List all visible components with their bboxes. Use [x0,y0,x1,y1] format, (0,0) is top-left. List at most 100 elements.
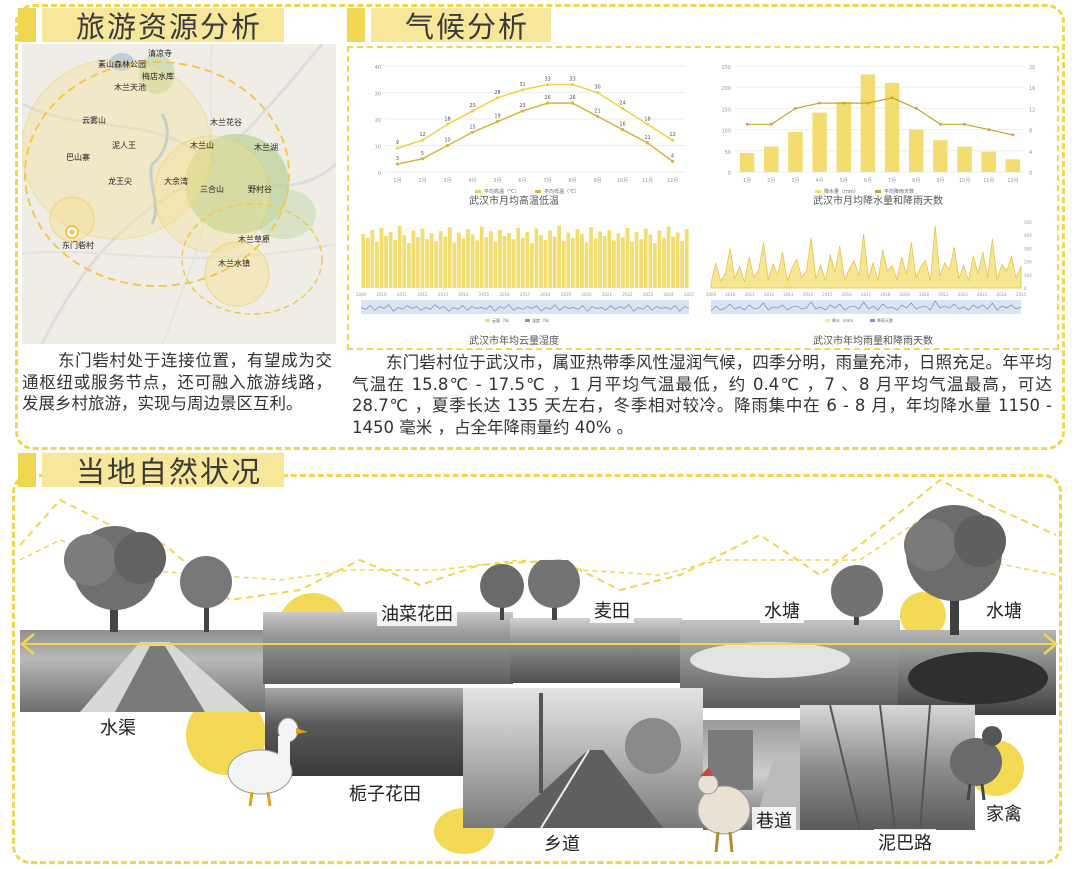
bar [680,241,685,288]
bar [557,225,562,288]
bar [466,229,470,288]
y-tick-label: 0 [378,171,381,177]
bar [370,229,375,288]
label-poultry: 家禽 [982,800,1026,826]
bar [621,237,625,288]
data-point [520,88,525,92]
place-label: 三合山 [200,185,224,194]
bar [643,228,648,288]
bar [657,230,662,288]
x-tick-label: 2月 [418,178,426,184]
data-label: 18 [644,116,650,122]
data-label: 4 [671,153,674,159]
x-tick-label: 7月 [543,178,551,184]
bar [502,235,507,288]
place-label: 梅店水库 [142,72,174,81]
bar [593,238,598,288]
data-point [645,122,650,126]
chart-temperature-title: 武汉市月均高温低温 [469,196,559,207]
x-tick-label: 2023 [643,292,654,297]
bar [416,237,420,288]
data-point [470,130,475,134]
bar [393,239,398,288]
bar [429,233,434,288]
y-tick-label: 100 [1024,273,1032,278]
x-tick-label: 8月 [568,178,576,184]
climate-text: 东门砦村位于武汉市，属亚热带季风性湿润气候，四季分明，雨量充沛，日照充足。年平均… [352,353,1052,437]
legend-label: 降雨天数 [877,317,893,323]
x-tick-label: 4月 [815,178,823,184]
photo-big-tree-right [900,495,1010,635]
x-tick-label: 12月 [1007,178,1018,184]
bar [397,225,402,288]
x-tick-label: 2017 [520,292,531,297]
bar [580,233,584,288]
photo-pond-2 [898,630,1056,715]
bar [507,233,511,288]
x-tick-label: 2010 [725,292,736,297]
x-tick-label: 2014 [803,292,814,297]
x-tick-label: 2015 [479,292,490,297]
bar [461,238,466,288]
place-label: 木兰山 [190,141,214,150]
y-tick-label: 0 [728,171,731,177]
data-point [495,120,500,124]
x-tick-label: 2019 [900,292,911,297]
data-point [420,138,425,142]
data-label: 16 [619,122,625,128]
photo-village-road [463,688,703,828]
y2-tick-label: 16 [1029,86,1035,92]
label-mud-road: 泥巴路 [874,829,936,855]
place-label: 云雾山 [82,116,106,125]
x-tick-label: 2018 [540,292,551,297]
bar [379,227,384,288]
x-tick-label: 1月 [393,178,401,184]
data-point [890,96,894,100]
y-tick-label: 0 [1024,286,1027,291]
x-tick-label: 4月 [468,178,476,184]
bar [402,235,407,288]
legend-label: 降水（mm） [832,317,856,323]
series-line [397,102,673,165]
bar [561,241,566,288]
data-point [914,107,918,110]
bar [484,237,489,288]
x-tick-label: 5月 [493,178,501,184]
tourism-text: 东门砦村处于连接位置，有望成为交通枢纽或服务节点，还可融入旅游线路，发展乡村旅游… [22,351,332,413]
x-tick-label: 5月 [840,178,848,184]
place-label: 东门砦村 [62,241,94,250]
photo-tree-pond [814,565,900,625]
bar [909,129,924,172]
data-point [620,128,625,132]
bar [548,230,552,288]
bar [981,151,996,172]
data-label: 26 [569,95,575,101]
y2-tick-label: 12 [1029,107,1035,113]
data-label: 18 [444,116,450,122]
data-point [570,82,575,87]
x-tick-label: 1月 [743,178,751,184]
data-point [495,96,500,100]
x-tick-label: 2月 [767,178,775,184]
bar [607,229,612,288]
data-label: 26 [544,95,550,101]
bar [836,102,851,172]
x-tick-label: 2014 [458,292,469,297]
data-point [595,114,600,118]
data-point [866,101,870,105]
bar [684,229,689,288]
data-label: 15 [469,124,475,130]
bar [666,226,671,288]
place-label: 木兰天池 [114,83,146,92]
x-tick-label: 2024 [997,292,1008,297]
data-label: 33 [544,77,550,83]
chart-precip-title: 武汉市月均降水量和降雨天数 [813,196,943,207]
section-head-nature: 当地自然状况 [18,453,285,489]
duck-figure [222,710,308,810]
chart-rain-title: 武汉市年均雨量和降雨天数 [813,336,933,347]
label-canola: 油菜花田 [377,600,457,626]
place-label: 龙王尖 [108,177,132,186]
x-tick-label: 6月 [864,178,872,184]
